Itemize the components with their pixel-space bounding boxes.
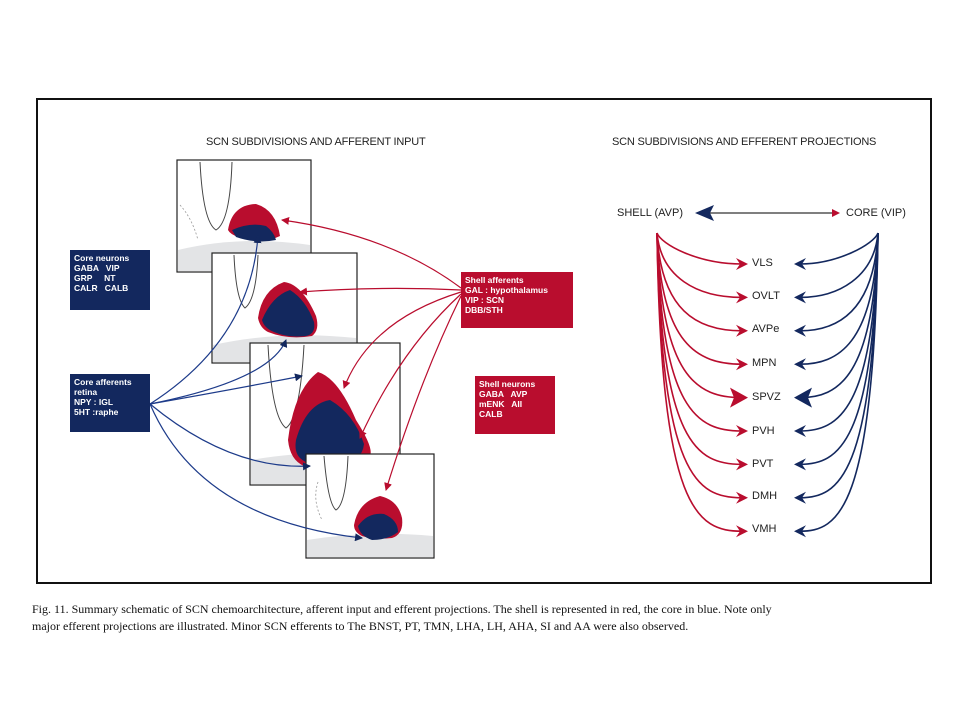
shell-efferent-arrowhead — [736, 525, 748, 538]
core-neurons-line: GRP NT — [74, 273, 116, 283]
target-label-avpe: AVPe — [752, 323, 780, 335]
shell-avp-label: SHELL (AVP) — [617, 207, 684, 219]
core-efferent-curve — [799, 232, 879, 499]
shell-efferent-arrowhead — [736, 425, 748, 437]
left-panel-title: SCN SUBDIVISIONS AND AFFERENT INPUT — [206, 136, 426, 148]
shell-afferents-line: VIP : SCN — [465, 295, 505, 305]
shell-efferent-curve — [656, 232, 743, 532]
core-afferent-arrows — [149, 235, 363, 542]
figure-caption: Fig. 11. Summary schematic of SCN chemoa… — [32, 601, 938, 635]
core-efferent-arrowhead — [794, 458, 806, 471]
core-afferents-line: NPY : IGL — [74, 397, 114, 407]
target-label-dmh: DMH — [752, 490, 778, 502]
shell-afferents-box: Shell afferents GAL : hypothalamus VIP :… — [461, 272, 573, 328]
target-label-ovlt: OVLT — [752, 290, 780, 302]
shell-efferent-arrowhead — [736, 458, 748, 471]
target-label-vmh: VMH — [752, 523, 777, 535]
shell-efferent-arrowhead — [730, 387, 748, 408]
right-panel-title: SCN SUBDIVISIONS AND EFFERENT PROJECTION… — [612, 136, 877, 148]
shell-neurons-line: CALB — [479, 409, 503, 419]
core-neurons-line: GABA VIP — [74, 263, 120, 273]
core-efferent-curve — [799, 232, 879, 399]
core-efferent-arrowhead — [794, 525, 806, 538]
caption-line-1: Fig. 11. Summary schematic of SCN chemoa… — [32, 602, 772, 616]
efferent-curves — [656, 232, 879, 538]
shell-afferent-arrows — [281, 217, 462, 491]
shell-efferent-curve — [656, 232, 743, 265]
core-vip-label: CORE (VIP) — [846, 207, 906, 219]
shell-efferent-arrowhead — [736, 358, 748, 371]
shell-neurons-line: GABA AVP — [479, 389, 528, 399]
core-neurons-box: Core neurons GABA VIP GRP NT CALR CALB — [70, 250, 150, 310]
shell-neurons-title: Shell neurons — [479, 379, 536, 389]
target-label-mpn: MPN — [752, 357, 777, 369]
core-afferents-title: Core afferents — [74, 377, 132, 387]
core-afferents-line: retina — [74, 387, 98, 397]
core-efferent-curve — [799, 232, 879, 332]
core-efferent-arrowhead — [794, 258, 806, 270]
shell-efferent-arrowhead — [736, 258, 748, 270]
shell-efferent-arrowhead — [736, 291, 748, 304]
core-efferent-curve — [799, 232, 879, 365]
core-efferent-curve — [799, 232, 879, 532]
core-efferent-arrowhead — [794, 491, 806, 504]
scn-section-4 — [305, 453, 435, 559]
target-label-pvt: PVT — [752, 458, 774, 470]
target-label-vls: VLS — [752, 257, 773, 269]
core-afferents-line: 5HT :raphe — [74, 407, 119, 417]
caption-line-2: major efferent projections are illustrat… — [32, 619, 689, 633]
figure-frame — [36, 98, 932, 584]
core-efferent-arrowhead — [794, 387, 812, 408]
shell-efferent-arrowhead — [736, 324, 748, 337]
shell-afferents-title: Shell afferents — [465, 275, 524, 285]
shell-afferents-line: DBB/STH — [465, 305, 503, 315]
shell-efferent-curve — [656, 232, 743, 332]
core-efferent-arrowhead — [794, 324, 806, 337]
target-label-pvh: PVH — [752, 425, 775, 437]
shell-efferent-curve — [656, 232, 743, 365]
core-efferent-curve — [799, 232, 879, 299]
core-efferent-arrowhead — [794, 291, 806, 304]
core-efferent-curve — [799, 232, 879, 265]
target-label-spvz: SPVZ — [752, 391, 781, 403]
core-neurons-title: Core neurons — [74, 253, 130, 263]
core-afferents-box: Core afferents retina NPY : IGL 5HT :rap… — [70, 374, 150, 432]
shell-neurons-line: mENK AII — [479, 399, 523, 409]
shell-efferent-arrowhead — [736, 491, 748, 504]
shell-efferent-curve — [656, 232, 743, 299]
shell-core-arrow — [695, 205, 840, 221]
core-efferent-arrowhead — [794, 425, 806, 437]
shell-neurons-box: Shell neurons GABA AVP mENK AII CALB — [475, 376, 555, 434]
shell-efferent-curve — [656, 232, 743, 499]
core-efferent-arrowhead — [794, 358, 806, 371]
shell-afferents-line: GAL : hypothalamus — [465, 285, 548, 295]
core-neurons-line: CALR CALB — [74, 283, 129, 293]
